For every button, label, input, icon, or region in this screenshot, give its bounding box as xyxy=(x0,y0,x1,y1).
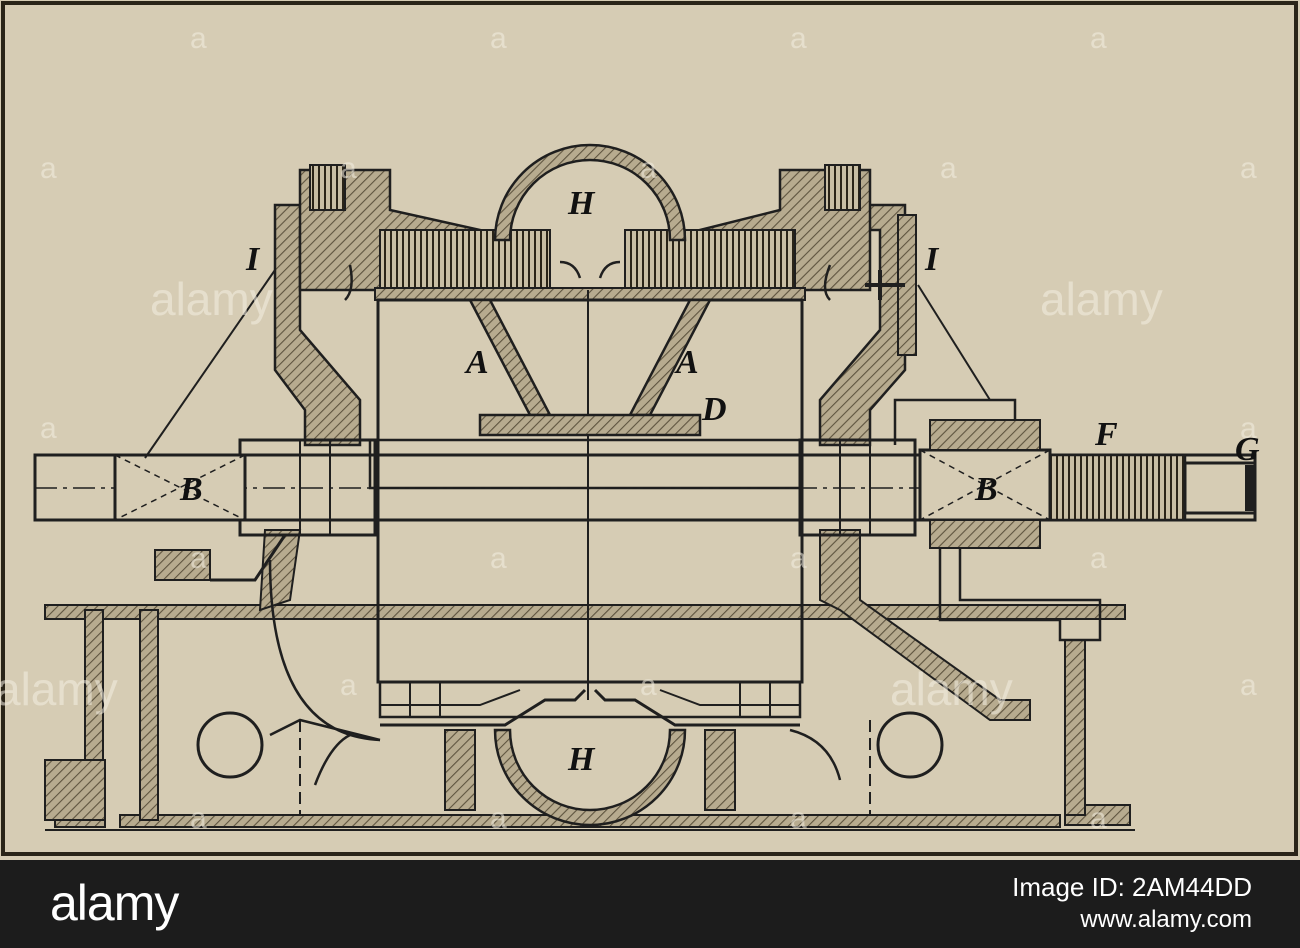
left-support xyxy=(154,534,287,582)
watermark-letter: a xyxy=(340,152,357,185)
bearing-left xyxy=(113,453,247,522)
watermark-letter: a xyxy=(1090,802,1107,835)
plate-frame xyxy=(1,1,1298,856)
coupling-G xyxy=(1183,461,1257,515)
label-I-right: I xyxy=(924,241,940,278)
label-I-left: I xyxy=(245,241,261,278)
bearing-right xyxy=(893,398,1052,549)
watermark-logo: alamy xyxy=(150,273,273,325)
watermark-logo: alamy xyxy=(890,663,1013,715)
top-casing xyxy=(298,164,872,301)
watermark-letter: a xyxy=(340,669,357,702)
watermark: alamy alamy alamy alamy a a a a a a a a … xyxy=(0,22,1257,835)
leader-line-I-right xyxy=(917,284,991,401)
leader-line-I-left xyxy=(144,269,276,459)
image-id-text: Image ID: 2AM44DD xyxy=(1012,872,1252,902)
watermark-letter: a xyxy=(490,542,507,575)
watermark-letter: a xyxy=(790,802,807,835)
flow-arrows xyxy=(268,264,842,786)
label-B-right: B xyxy=(974,471,998,508)
watermark-letter: a xyxy=(490,802,507,835)
watermark-letter: a xyxy=(1090,542,1107,575)
footer-url[interactable]: www.alamy.com xyxy=(1080,906,1252,933)
footer-logo[interactable]: alamy xyxy=(50,875,179,931)
label-H-top: H xyxy=(567,185,596,222)
label-D: D xyxy=(701,391,727,428)
watermark-letter: a xyxy=(1090,22,1107,55)
rotor-spokes xyxy=(467,298,713,437)
engineering-diagram: H H I I A A D B B F G alamy alamy alamy … xyxy=(0,0,1300,860)
label-H-bottom: H xyxy=(567,741,596,778)
watermark-letter: a xyxy=(40,152,57,185)
rotor-drum xyxy=(376,290,804,719)
watermark-letter: a xyxy=(640,669,657,702)
watermark-logo: alamy xyxy=(1040,273,1163,325)
label-F: F xyxy=(1094,416,1118,453)
steam-chamber-bottom xyxy=(380,688,800,827)
watermark-letter: a xyxy=(40,412,57,445)
label-A-right: A xyxy=(674,344,699,381)
watermark-letter: a xyxy=(940,152,957,185)
thread-F xyxy=(1048,453,1187,522)
flange-plate-right xyxy=(865,214,917,356)
watermark-letter: a xyxy=(1240,152,1257,185)
label-G: G xyxy=(1235,431,1260,468)
watermark-letter: a xyxy=(1240,412,1257,445)
label-B-left: B xyxy=(179,471,203,508)
watermark-letter: a xyxy=(190,542,207,575)
watermark-letter: a xyxy=(490,22,507,55)
drain-box xyxy=(44,759,106,821)
steam-chamber-top xyxy=(493,143,687,279)
watermark-letter: a xyxy=(190,802,207,835)
label-A-left: A xyxy=(464,344,489,381)
watermark-letter: a xyxy=(790,22,807,55)
watermark-logo: alamy xyxy=(0,663,118,715)
watermark-letter: a xyxy=(790,542,807,575)
watermark-letter: a xyxy=(640,152,657,185)
stock-footer-bar: alamy Image ID: 2AM44DD www.alamy.com xyxy=(0,860,1300,948)
watermark-letter: a xyxy=(190,22,207,55)
watermark-letter: a xyxy=(1240,669,1257,702)
